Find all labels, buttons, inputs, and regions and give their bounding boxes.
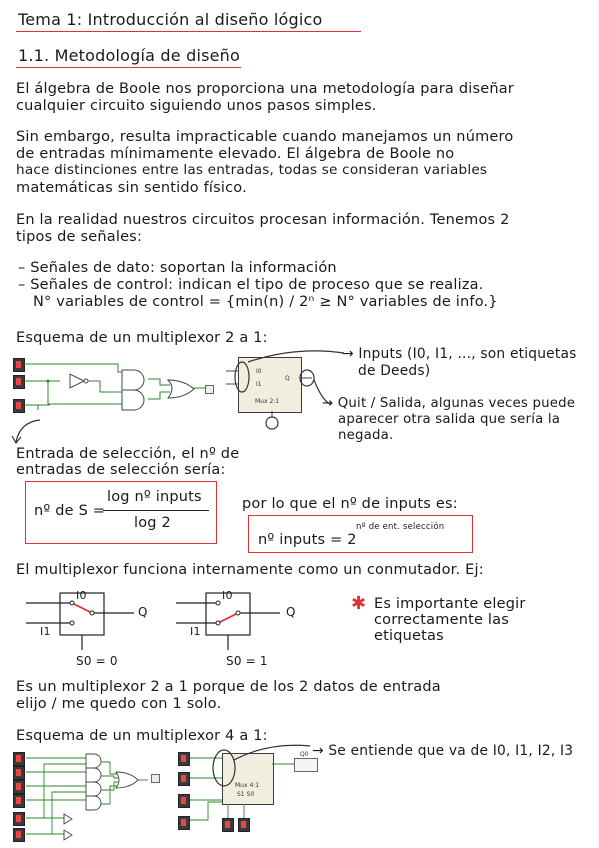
mux-block-title: Mux 2:1 [255, 398, 280, 405]
input-switch [13, 766, 25, 780]
input-switch [13, 358, 25, 372]
input-switch [13, 812, 25, 826]
para2-line2: de entradas mínimamente elevado. El álge… [16, 146, 455, 162]
switch-diagram-s0-1 [176, 592, 280, 650]
mux21-annotation-marks [226, 350, 345, 430]
mux41-select-pins: S1 S0 [237, 791, 255, 798]
bullet-control-signals: – Señales de control: indican el tipo de… [18, 277, 484, 293]
asterisk-icon: ✱ [351, 593, 367, 614]
mux41-heading: Esquema de un multiplexor 4 a 1: [16, 728, 268, 744]
switch1-label-i1: I1 [40, 625, 51, 638]
para1-line2: cualquier circuito siguiendo unos pasos … [16, 98, 377, 114]
section-title: 1.1. Metodología de diseño [18, 46, 240, 65]
selection-arrow [11, 419, 41, 445]
annotation-quit-line1: → Quit / Salida, algunas veces puede [322, 396, 576, 411]
mux-pin-q: Q [285, 375, 290, 382]
selection-line1: Entrada de selección, el nº de [16, 446, 240, 462]
formula-box [25, 481, 217, 544]
annotation-quit-line3: negada. [338, 428, 394, 443]
section-underline [16, 67, 241, 68]
formula2-exponent: nº de ent. selección [356, 522, 445, 532]
mux21-block: I0 I1 Q Mux 2:1 [238, 357, 302, 413]
switch-heading: El multiplexor funciona internamente com… [16, 562, 484, 578]
input-switch [178, 752, 190, 766]
input-switch [178, 816, 190, 830]
switch1-label-i0: I0 [76, 589, 87, 602]
input-switch [13, 780, 25, 794]
input-switch [13, 828, 25, 842]
switch-diagram-s0-0 [26, 592, 134, 650]
fraction-bar [103, 510, 209, 511]
select-switch [222, 818, 234, 832]
switch2-s0-value: S0 = 1 [226, 654, 268, 668]
input-switch [13, 794, 25, 808]
annotation-quit-line2: aparecer otra salida que sería la [338, 412, 561, 427]
selection-line2: entradas de selección sería: [16, 462, 226, 478]
formula2-base: nº inputs = 2 [258, 532, 357, 548]
mux21-gate-diagram [24, 363, 206, 411]
input-switch [178, 794, 190, 808]
para1-line1: El álgebra de Boole nos proporciona una … [16, 81, 514, 97]
input-switch [178, 772, 190, 786]
mux41-output-label: Q0 [300, 751, 309, 758]
switch1-s0-value: S0 = 0 [76, 654, 118, 668]
formula-numerator: log nº inputs [107, 489, 202, 505]
select-switch [238, 818, 250, 832]
para4-line1: Es un multiplexor 2 a 1 porque de los 2 … [16, 679, 441, 695]
formula-denominator: log 2 [134, 515, 171, 531]
para3-line2: tipos de señales: [16, 229, 143, 245]
title-underline [16, 31, 361, 32]
switch2-label-i1: I1 [190, 625, 201, 638]
input-switch [13, 375, 25, 389]
output-led [205, 385, 214, 394]
note-line1: Es importante elegir [374, 596, 526, 612]
mux-pin-i0: I0 [256, 368, 262, 375]
mux41-output: Q0 [294, 751, 318, 772]
para2-line4: matemáticas sin sentido físico. [16, 180, 247, 196]
switch1-label-q: Q [138, 605, 148, 619]
mux-pin-i1: I1 [256, 381, 262, 388]
control-variables-formula: N° variables de control = {min(n) / 2ⁿ ≥… [33, 294, 498, 310]
note-line2: correctamente las [374, 612, 509, 628]
input-switch [13, 752, 25, 766]
input-switch [13, 399, 25, 413]
mux41-block-title: Mux 4:1 [235, 782, 260, 789]
annotation-inputs-line2: de Deeds) [358, 363, 431, 379]
mux21-heading: Esquema de un multiplexor 2 a 1: [16, 330, 268, 346]
formula2-box [248, 515, 473, 553]
para3-line1: En la realidad nuestros circuitos proces… [16, 212, 510, 228]
mux41-block-wiring [190, 744, 311, 821]
switch2-label-q: Q [286, 605, 296, 619]
page-title: Tema 1: Introducción al diseño lógico [18, 10, 323, 29]
switch2-label-i0: I0 [222, 589, 233, 602]
mux41-annotation: → Se entiende que va de I0, I1, I2, I3 [312, 743, 574, 759]
formula2-intro: por lo que el nº de inputs es: [242, 496, 458, 512]
bullet-data-signals: – Señales de dato: soportan la informaci… [18, 260, 337, 276]
output-led [151, 774, 160, 783]
para2-line3: hace distinciones entre las entradas, to… [16, 162, 488, 178]
para4-line2: elijo / me quedo con 1 solo. [16, 696, 222, 712]
note-line3: etiquetas [374, 628, 444, 644]
para2-line1: Sin embargo, resulta impracticable cuand… [16, 129, 514, 145]
mux41-block: Mux 4:1 S1 S0 [222, 753, 274, 805]
mux41-gate-diagram [26, 753, 148, 841]
annotation-inputs-line1: → Inputs (I0, I1, ..., son etiquetas [342, 346, 577, 362]
formula-lhs: nº de S = [34, 503, 106, 519]
